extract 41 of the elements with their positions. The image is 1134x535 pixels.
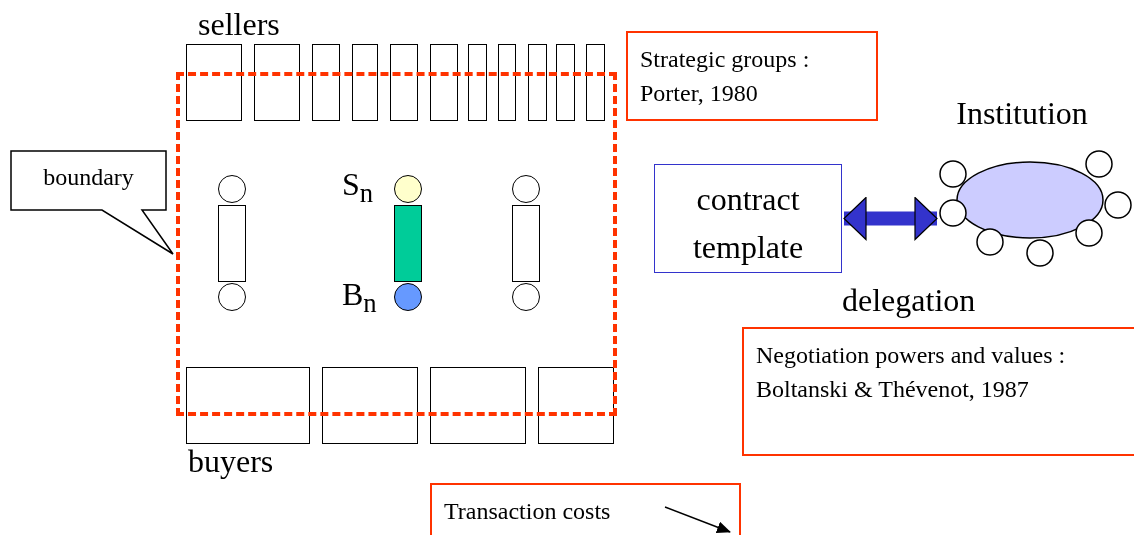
caption-text: delegation	[842, 282, 976, 319]
buyer-box	[186, 367, 310, 444]
callout-text: boundary	[42, 164, 135, 192]
seller-box	[528, 44, 547, 121]
buyer-box	[538, 367, 614, 444]
double-arrow	[843, 196, 938, 241]
agent-bar	[512, 205, 540, 282]
group-label: sellers	[198, 6, 280, 43]
group-label: buyers	[188, 443, 274, 480]
agent-circle	[394, 175, 422, 203]
agent-circle	[394, 283, 422, 311]
agent-circle	[512, 283, 540, 311]
buyer-box	[430, 367, 526, 444]
callout-box	[10, 150, 174, 256]
contract-text: contract template	[691, 180, 805, 267]
seller-box	[586, 44, 605, 121]
note-text: Transaction costs	[444, 497, 611, 526]
seller-box	[430, 44, 458, 121]
seller-box	[254, 44, 300, 121]
note-box	[430, 483, 741, 535]
agent-bar	[218, 205, 246, 282]
buyer-box	[322, 367, 418, 444]
seller-box	[312, 44, 340, 121]
agent-circle	[218, 283, 246, 311]
agent-circle	[512, 175, 540, 203]
note-text: Strategic groups : Porter, 1980	[640, 45, 811, 108]
note-box	[626, 31, 878, 121]
institution-heading: Institution	[955, 95, 1089, 132]
agent-label: S$_{n}$	[342, 166, 374, 210]
seller-box	[390, 44, 418, 121]
seller-box	[468, 44, 487, 121]
seller-box	[186, 44, 242, 121]
agent-bar	[394, 205, 422, 282]
seller-box	[352, 44, 378, 121]
seller-box	[556, 44, 575, 121]
agent-label: B$_{n}$	[342, 276, 377, 320]
seller-box	[498, 44, 516, 121]
contract-box	[654, 164, 842, 273]
note-box	[742, 327, 1134, 456]
agent-circle	[218, 175, 246, 203]
note-text: Negotiation powers and values : Boltanski & Thévenot, 1987	[756, 341, 1067, 404]
